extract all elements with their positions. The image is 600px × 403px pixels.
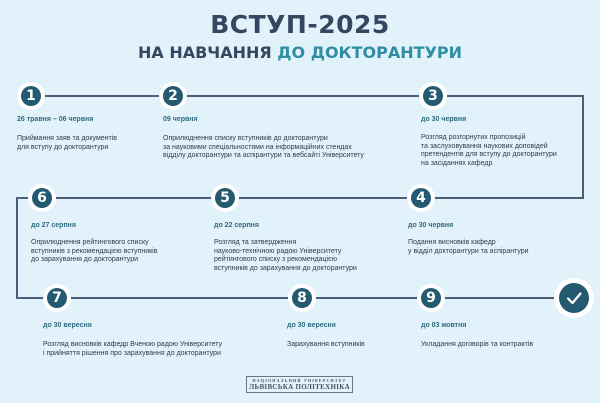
step-9-text: Укладання договорів та контрактів bbox=[421, 341, 534, 348]
university-logo: НАЦІОНАЛЬНИЙ УНІВЕРСИТЕТ ЛЬВІВСЬКА ПОЛІТ… bbox=[246, 376, 353, 393]
step-3-text: Розгляд розгорнутих пропозицій та заслух… bbox=[421, 134, 557, 167]
page-title: ВСТУП-2025 bbox=[210, 10, 390, 39]
page-subtitle: НА НАВЧАННЯ ДО ДОКТОРАНТУРИ bbox=[0, 43, 600, 62]
step-1-text: Приймання заяв та документів для вступу … bbox=[17, 135, 118, 151]
step-2-date: 09 червня bbox=[163, 116, 198, 123]
step-9-marker: 9 bbox=[421, 288, 441, 308]
step-6-text: Оприлюднення рейтингового списку вступни… bbox=[31, 239, 158, 263]
checkmark-glyph-icon bbox=[566, 292, 582, 305]
connector-row1 bbox=[31, 95, 584, 97]
step-8-text: Зарахування вступників bbox=[287, 341, 365, 348]
step-9-date: до 03 жовтня bbox=[421, 322, 467, 329]
step-5-text: Розгляд та затвердження науково-технічно… bbox=[214, 239, 357, 272]
step-2-marker: 2 bbox=[163, 86, 183, 106]
step-8-marker: 8 bbox=[292, 288, 312, 308]
step-6-marker: 6 bbox=[32, 188, 52, 208]
subtitle-prefix: НА НАВЧАННЯ bbox=[137, 43, 278, 62]
step-7-marker: 7 bbox=[47, 288, 67, 308]
step-3-marker: 3 bbox=[423, 86, 443, 106]
connector-row2 bbox=[16, 197, 584, 199]
logo-line2: ЛЬВІВСЬКА ПОЛІТЕХНІКА bbox=[249, 383, 350, 391]
step-5-date: до 22 серпня bbox=[214, 222, 259, 229]
step-4-text: Подання висновків кафедр у відділ доктор… bbox=[408, 239, 529, 255]
step-6-date: до 27 серпня bbox=[31, 222, 76, 229]
step-1-marker: 1 bbox=[21, 86, 41, 106]
step-4-marker: 4 bbox=[411, 188, 431, 208]
step-8-date: до 30 вересня bbox=[287, 322, 336, 329]
subtitle-accent: ДО ДОКТОРАНТУРИ bbox=[277, 43, 463, 62]
step-4-date: до 30 червня bbox=[408, 222, 454, 229]
connector-left-vertical bbox=[16, 197, 18, 299]
step-7-text: Розгляд висновків кафедр Вченою радою Ун… bbox=[43, 341, 222, 357]
step-7-date: до 30 вересня bbox=[43, 322, 92, 329]
step-2-text: Оприлюднення списку вступників до доктор… bbox=[163, 135, 364, 159]
logo-line1: НАЦІОНАЛЬНИЙ УНІВЕРСИТЕТ bbox=[252, 378, 347, 383]
step-1-date: 26 травня – 06 червня bbox=[17, 116, 94, 123]
checkmark-icon bbox=[559, 283, 589, 313]
step-5-marker: 5 bbox=[215, 188, 235, 208]
connector-right-vertical bbox=[582, 95, 584, 199]
step-3-date: до 30 червня bbox=[421, 116, 467, 123]
